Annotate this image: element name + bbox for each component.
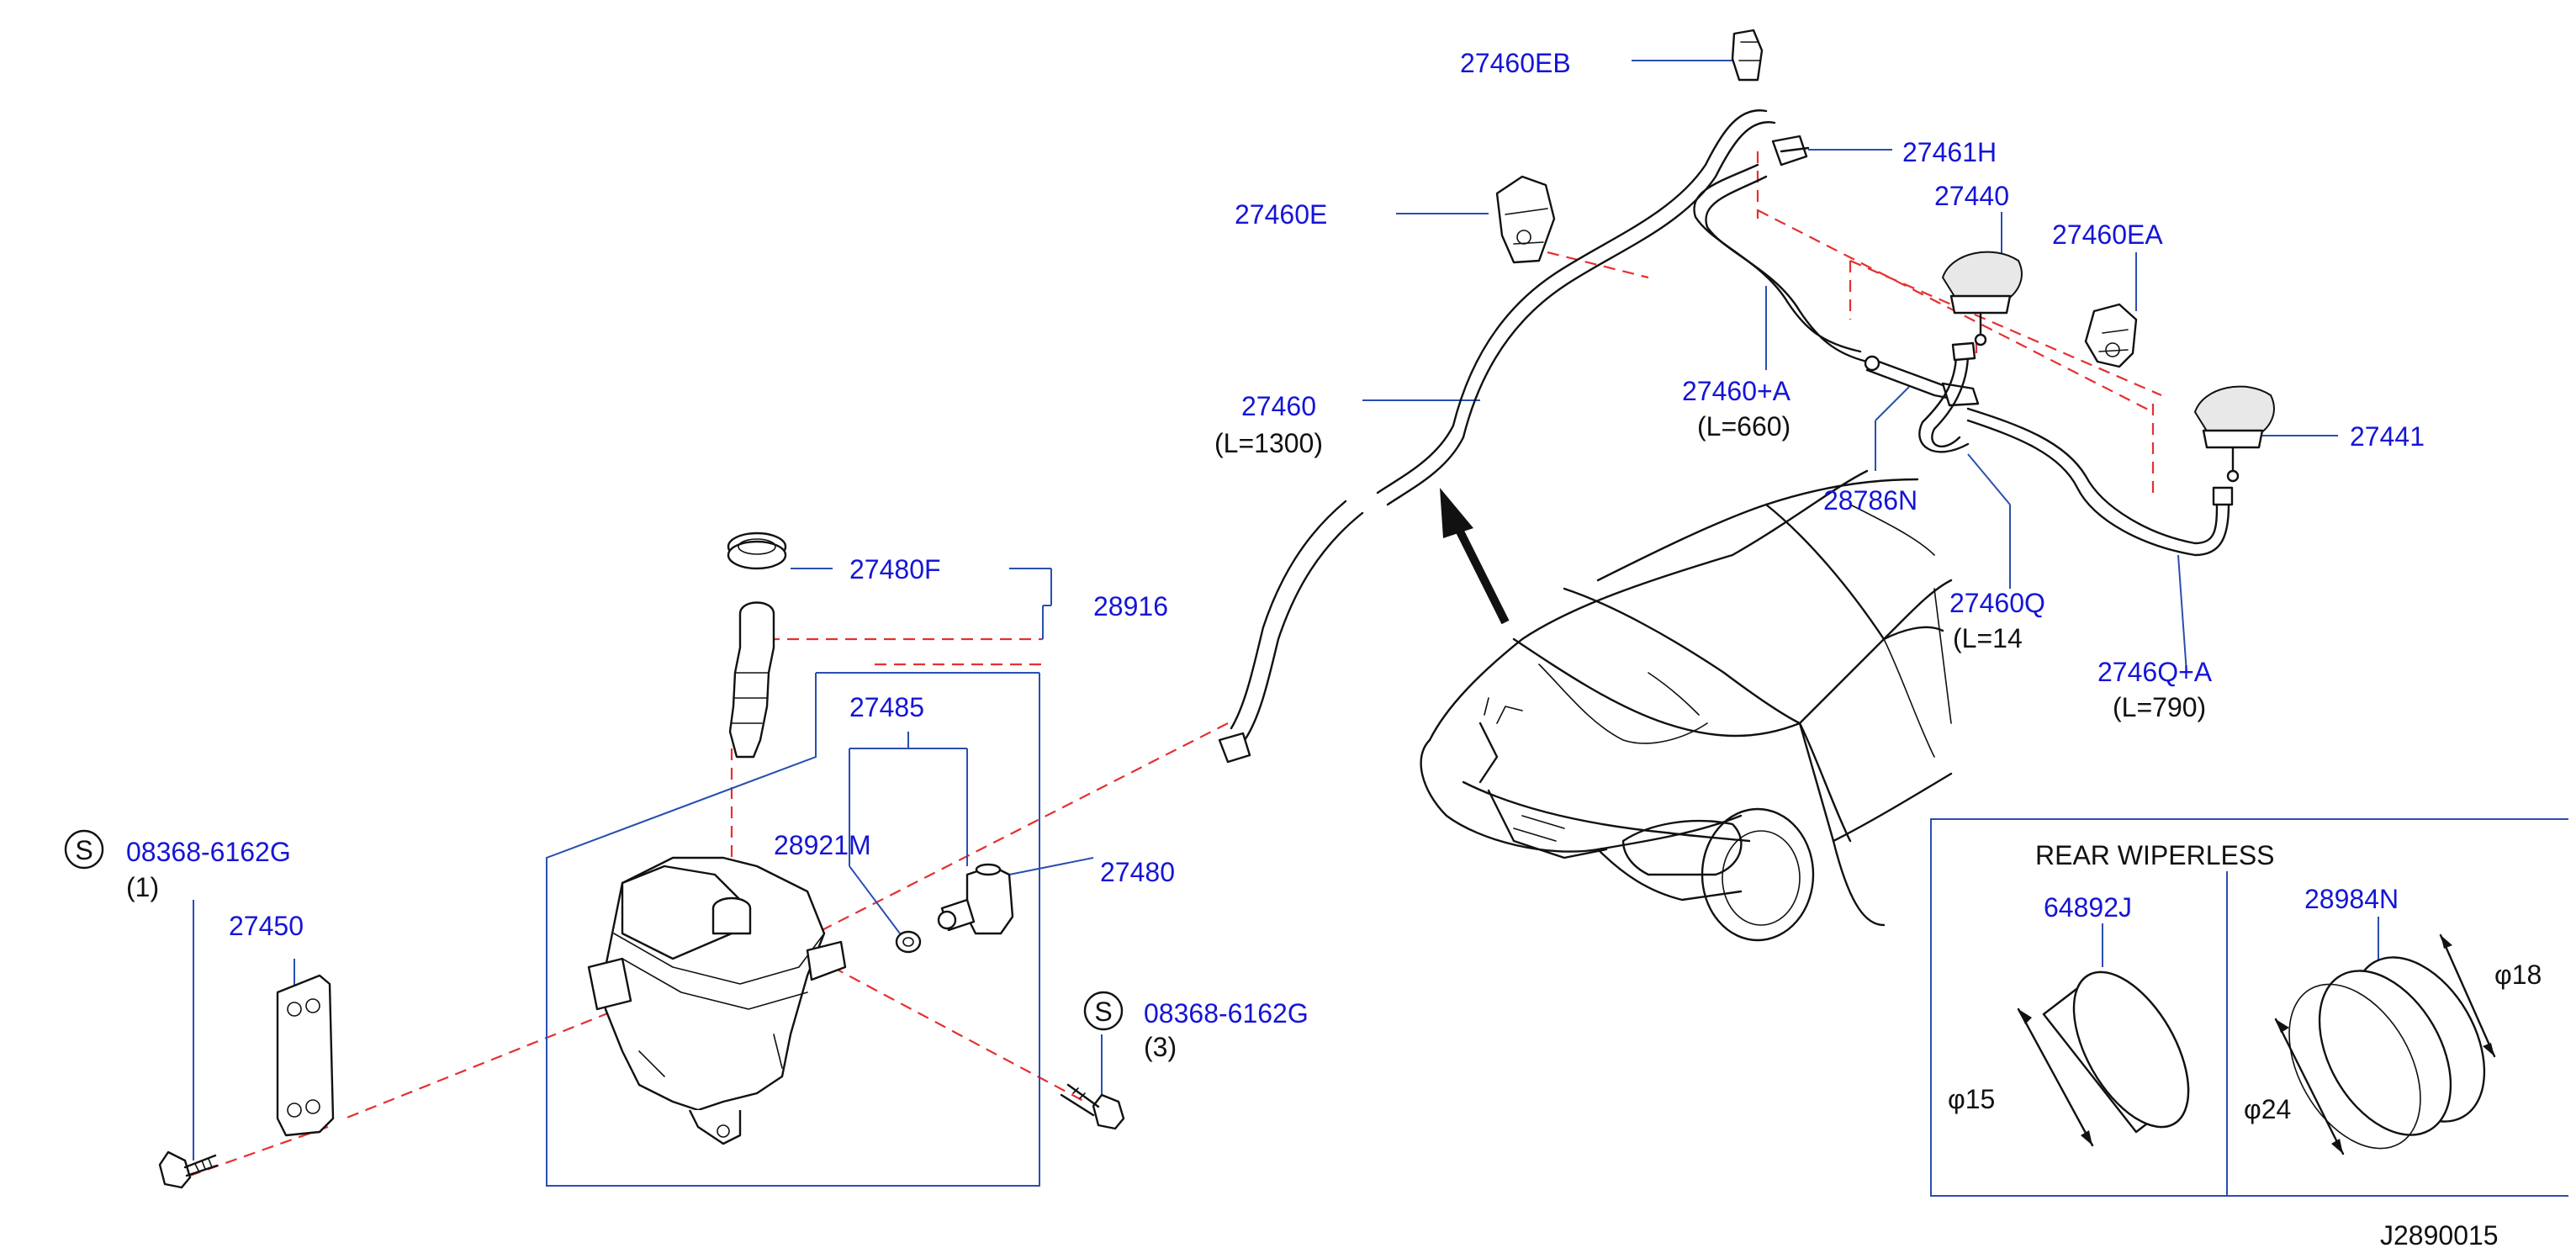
- label-08368-a: 08368-6162G: [126, 837, 291, 867]
- hose-27460A: [1693, 163, 1869, 363]
- label-27460Q: 27460Q: [1949, 588, 2045, 618]
- direction-arrow: [1440, 488, 1510, 625]
- label-28916: 28916: [1093, 591, 1168, 621]
- label-27460EB: 27460EB: [1460, 48, 1571, 78]
- label-27441: 27441: [2350, 421, 2425, 452]
- label-27460EA: 27460EA: [2052, 219, 2163, 250]
- label-27480: 27480: [1100, 857, 1175, 887]
- label-27460Q-length: (L=14: [1953, 623, 2023, 653]
- inset-dim-right-outer: φ24: [2244, 1094, 2291, 1124]
- label-27450: 27450: [229, 911, 304, 941]
- inset-dim-right-inner: φ18: [2494, 960, 2542, 990]
- container-boxes: [546, 605, 1044, 1187]
- grommet-28921M: [895, 930, 922, 954]
- label-27485: 27485: [849, 692, 924, 722]
- connector-28786N: [1864, 355, 1980, 407]
- bolt-left: [158, 1150, 219, 1189]
- filler-cap-27480F: [727, 531, 787, 570]
- hose-27460: [1218, 109, 1776, 764]
- inset-dim-left: φ15: [1948, 1084, 1995, 1114]
- reservoir-tank: [587, 856, 847, 1145]
- label-27460E: 27460E: [1235, 199, 1327, 230]
- s-mark-b: S: [1083, 991, 1124, 1031]
- hose-27460QA: [1966, 407, 2234, 557]
- s-mark-b-text: S: [1094, 997, 1112, 1027]
- diagram-code: J2890015: [2380, 1220, 2499, 1248]
- car-illustration: [1420, 469, 1953, 942]
- label-27480F: 27480F: [849, 554, 941, 584]
- label-08368-b-qty: (3): [1144, 1032, 1177, 1062]
- leader-lines: [193, 60, 2338, 1161]
- label-27461H: 27461H: [1902, 137, 1997, 167]
- label-28921M: 28921M: [774, 830, 871, 860]
- filler-neck-28916: [728, 601, 775, 759]
- label-27460-length: (L=1300): [1214, 428, 1323, 458]
- s-mark-a-text: S: [75, 835, 93, 865]
- label-08368-b: 08368-6162G: [1144, 998, 1309, 1029]
- clip-27460EB: [1731, 29, 1764, 82]
- s-mark-a: S: [64, 829, 104, 870]
- label-27460A-length: (L=660): [1697, 411, 1791, 442]
- part-labels: 27460EB 27461H 27460E 27440 27460EA 2746…: [126, 48, 2499, 1248]
- clip-27460E: [1495, 175, 1556, 264]
- inset-part-left: 64892J: [2044, 892, 2132, 923]
- inset-rear-wiperless: REAR WIPERLESS 64892J φ15 28984N φ24 φ18: [1930, 818, 2568, 1197]
- inset-part-right: 28984N: [2304, 884, 2399, 914]
- pump-27480: [937, 863, 1014, 935]
- inset-title: REAR WIPERLESS: [2035, 840, 2275, 870]
- label-27460QA-length: (L=790): [2113, 692, 2206, 722]
- label-08368-a-qty: (1): [126, 872, 159, 902]
- nozzle-27440: [1942, 251, 2023, 346]
- nozzle-27441: [2194, 385, 2275, 483]
- connector-27461H: [1771, 135, 1810, 167]
- bracket-27450: [276, 974, 335, 1137]
- label-28786N: 28786N: [1823, 485, 1917, 516]
- label-27440: 27440: [1934, 181, 2009, 211]
- bolt-right: [1060, 1083, 1125, 1130]
- label-27460QA: 2746Q+A: [2097, 657, 2213, 687]
- clip-27460EA: [2084, 303, 2138, 368]
- label-27460A: 27460+A: [1682, 376, 1791, 406]
- label-27460: 27460: [1241, 391, 1316, 421]
- hose-27460Q: [1918, 341, 1976, 453]
